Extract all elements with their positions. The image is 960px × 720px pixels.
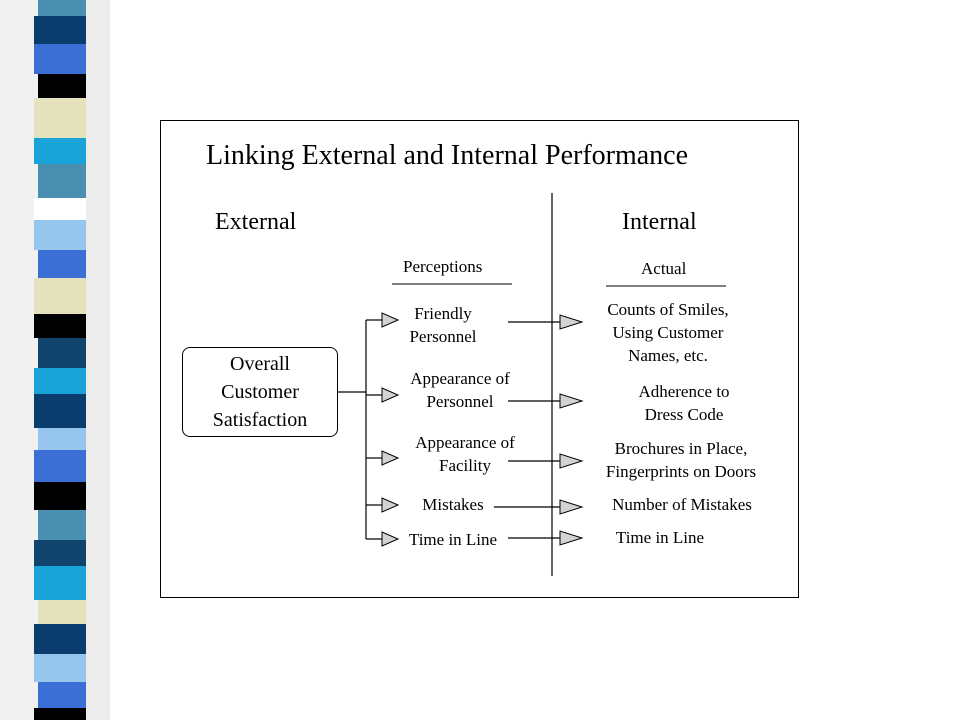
perception-line-1: Appearance of — [410, 369, 510, 388]
actual-item: Counts of Smiles, Using Customer Names, … — [584, 298, 752, 367]
actual-line-1: Time in Line — [615, 528, 705, 547]
stripe-block — [34, 450, 86, 482]
slide-title: Linking External and Internal Performanc… — [206, 140, 689, 171]
actual-line-3: Names, etc. — [628, 346, 708, 365]
perception-line-1: Time in Line — [408, 530, 498, 549]
stripe-block — [34, 368, 86, 394]
stripe-block — [34, 220, 86, 250]
actual-item: Adherence to Dress Code — [610, 380, 758, 426]
actual-line-2: Using Customer — [612, 323, 724, 342]
actual-line-1: Counts of Smiles, — [607, 300, 729, 319]
stripe-block — [38, 428, 86, 450]
perceptions-label: Perceptions — [403, 257, 483, 276]
perception-line-2: Personnel — [426, 392, 494, 411]
stripe-block — [34, 198, 86, 220]
decorative-stripe-band — [0, 0, 110, 720]
actual-item: Brochures in Place, Fingerprints on Door… — [584, 437, 778, 483]
stripe-block — [38, 600, 86, 624]
stripe-block — [34, 482, 86, 510]
stripe-block — [38, 164, 86, 198]
stripe-block — [38, 338, 86, 368]
actual-line-1: Adherence to — [638, 382, 730, 401]
branch-arrow-4 — [381, 497, 400, 513]
actual-line-1: Brochures in Place, — [614, 439, 748, 458]
perception-item: Appearance of Facility — [401, 431, 529, 477]
stripe-block — [38, 74, 86, 98]
link-arrow-2 — [559, 393, 584, 409]
internal-heading: Internal — [622, 209, 697, 235]
center-line-3: Satisfaction — [212, 409, 308, 431]
actual-line-2: Fingerprints on Doors — [605, 462, 757, 481]
center-line-2: Customer — [221, 381, 299, 403]
stripe-block — [38, 0, 86, 16]
stripe-block — [34, 540, 86, 566]
link-arrow-1 — [559, 314, 584, 330]
stripe-block — [34, 624, 86, 654]
actual-item: Time in Line — [600, 526, 720, 549]
perception-line-2: Personnel — [409, 327, 477, 346]
actual-label: Actual — [641, 259, 687, 278]
link-arrow-4 — [559, 499, 584, 515]
stripe-block — [34, 44, 86, 74]
overall-satisfaction-box: Overall Customer Satisfaction — [182, 347, 338, 437]
stripe-block — [34, 394, 86, 428]
stripe-block — [34, 278, 86, 314]
stripe-block — [34, 16, 86, 44]
branch-arrow-1 — [381, 312, 400, 328]
stripe-block — [34, 708, 86, 720]
branch-arrow-3 — [381, 450, 400, 466]
branch-arrow-5 — [381, 531, 400, 547]
stripe-block — [38, 250, 86, 278]
stripe-block — [34, 314, 86, 338]
stripe-block — [38, 682, 86, 708]
perception-item: Time in Line — [396, 528, 510, 551]
perception-item: Mistakes — [400, 493, 506, 516]
branch-arrow-2 — [381, 387, 400, 403]
perception-line-1: Appearance of — [415, 433, 515, 452]
link-arrow-5 — [559, 530, 584, 546]
stripe-block — [34, 654, 86, 682]
actual-line-2: Dress Code — [644, 405, 724, 424]
stripe-block — [34, 98, 86, 138]
actual-item: Number of Mistakes — [590, 493, 774, 516]
actual-line-1: Number of Mistakes — [612, 495, 752, 514]
perception-item: Friendly Personnel — [393, 302, 493, 348]
stripe-block — [34, 138, 86, 164]
stripe-block — [34, 566, 86, 600]
center-line-1: Overall — [230, 353, 290, 375]
perception-item: Appearance of Personnel — [396, 367, 524, 413]
external-heading: External — [215, 209, 297, 235]
perception-line-1: Friendly — [414, 304, 472, 323]
perception-line-2: Facility — [439, 456, 491, 475]
link-arrow-3 — [559, 453, 584, 469]
stripe-block — [38, 510, 86, 540]
perception-line-1: Mistakes — [422, 495, 484, 514]
